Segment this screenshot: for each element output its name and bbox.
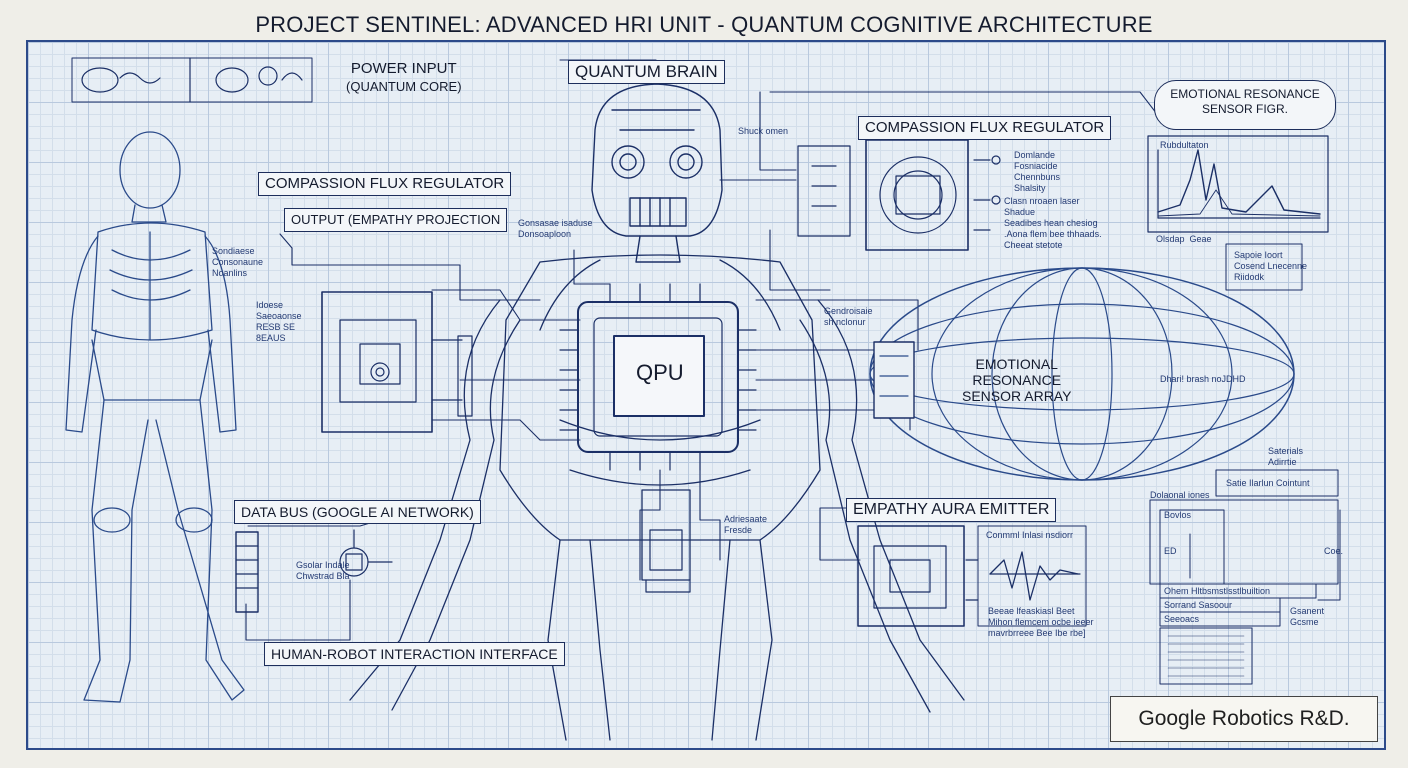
annotation-dhart: Dhari! brash noJDHD xyxy=(1160,374,1246,384)
annotation-left-2: Idoese Saeoaonse RESB SE 8EAUS xyxy=(256,300,302,343)
data-bus-module xyxy=(235,529,393,613)
annotation-sateo: Saterials Adirrtie xyxy=(1268,446,1304,467)
annotation-cse: Coe. xyxy=(1324,546,1344,556)
annotation-shock-omen: Shuck omen xyxy=(738,126,789,136)
compassion-module-right xyxy=(797,139,1001,251)
compassion-regulator-left-label: COMPASSION FLUX REGULATOR xyxy=(258,172,512,196)
graph-axis-labels: Olsdap Geae xyxy=(1156,234,1212,244)
robot-body xyxy=(349,254,965,741)
lower-module xyxy=(641,489,691,593)
annotation-dolaonal: Dolaonal iones xyxy=(1150,490,1210,500)
qpu-label: QPU xyxy=(636,360,684,385)
data-bus-label: DATA BUS (GOOGLE AI NETWORK) xyxy=(234,500,481,524)
emotional-array-line2: RESONANCE xyxy=(972,372,1062,388)
annotation-center: Gonsasae isaduse Donsoaploon xyxy=(518,218,593,239)
right-info-boxes xyxy=(1149,243,1341,685)
emotional-figure-label: EMOTIONAL RESONANCE SENSOR FIGR. xyxy=(1154,80,1336,130)
emotional-array-label: EMOTIONAL RESONANCE SENSOR ARRAY xyxy=(962,356,1071,404)
emotional-figure-line1: EMOTIONAL RESONANCE xyxy=(1170,87,1320,101)
annotation-data-bus: Gsolar Indale Chwstrad Bla xyxy=(296,560,350,581)
power-input-title: POWER INPUT xyxy=(350,60,457,77)
page-title: PROJECT SENTINEL: ADVANCED HRI UNIT - QU… xyxy=(255,12,1153,37)
annotation-ecd: ED xyxy=(1164,546,1177,556)
state-box-label: Satie Ilarlun Cointunt xyxy=(1226,478,1310,488)
annotation-bovios: Bovlos xyxy=(1164,510,1192,520)
google-robotics-logo: Google Robotics R&D. xyxy=(1110,696,1378,742)
annotation-ohem: Ohem Hltbsmstlsstlbuiltion xyxy=(1164,586,1271,596)
annotation-left: Sondiaese Consonaune Noanlins xyxy=(212,246,264,278)
power-input-label: POWER INPUT (QUANTUM CORE) xyxy=(340,58,468,98)
power-input-subtitle: (QUANTUM CORE) xyxy=(346,79,462,94)
compassion-module-left xyxy=(321,291,473,433)
annotation-seeoacs: Seeoacs xyxy=(1164,614,1200,624)
empathy-notes: Beeae lfeaskiasl Beet Mihon flemcem ocbe… xyxy=(988,606,1094,638)
robot-head xyxy=(591,83,723,263)
annotation-cenadroie: Gendroisaie sh nclonur xyxy=(824,306,873,327)
resonance-graph xyxy=(1147,135,1329,233)
human-figure-sketch xyxy=(65,131,245,703)
annotation-sorrand: Sorrand Sasoour xyxy=(1164,600,1233,610)
hri-interface-label: HUMAN-ROBOT INTERACTION INTERFACE xyxy=(264,642,565,666)
annotation-bottom-mid: Adriesaate Fresde xyxy=(724,514,768,535)
output-empathy-label: OUTPUT (EMPATHY PROJECTION xyxy=(284,208,508,232)
mini-sketch-panel xyxy=(71,57,313,103)
emotional-array-line3: SENSOR ARRAY xyxy=(962,388,1072,404)
empathy-chart-title: Conmml Inlasi nsdiorr xyxy=(986,530,1074,540)
annotation-right-sub: Gsanent Gcsme xyxy=(1290,606,1325,627)
annotation-right-box: Sapoie Ioort Cosend Lnecenne Riidodk xyxy=(1234,250,1308,282)
annotation-compassion: Domlande Fosniacide Chennbuns Shalsity xyxy=(1014,150,1061,193)
emotional-resonance-sensor-dome xyxy=(869,267,1295,481)
compassion-regulator-right-label: COMPASSION FLUX REGULATOR xyxy=(858,116,1112,140)
emotional-figure-line2: SENSOR FIGR. xyxy=(1201,102,1288,116)
annotation-compassion-2: Clasn nroaen laser Shadue Seadibes hean … xyxy=(1004,196,1102,250)
empathy-emitter-label: EMPATHY AURA EMITTER xyxy=(846,498,1057,522)
emotional-array-line1: EMOTIONAL xyxy=(975,356,1058,372)
qpu-core xyxy=(559,283,757,471)
empathy-emitter-module xyxy=(857,525,1087,627)
quantum-brain-label: QUANTUM BRAIN xyxy=(568,60,725,84)
graph-title: Rubdultaton xyxy=(1160,140,1209,150)
